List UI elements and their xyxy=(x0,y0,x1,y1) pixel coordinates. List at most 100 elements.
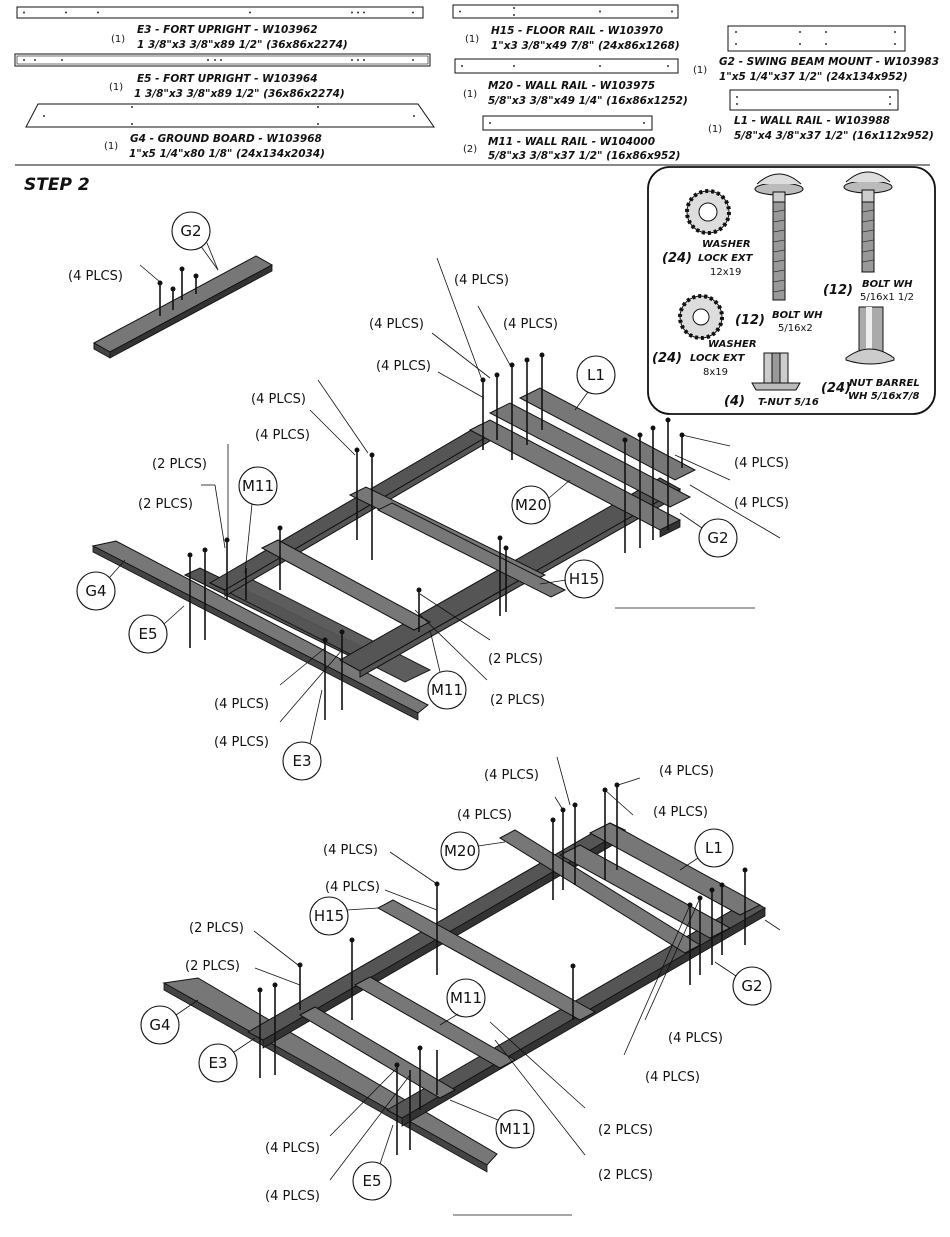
callout-g2-view2: G2 xyxy=(741,977,762,995)
part-m11-qty: (2) xyxy=(463,144,477,155)
bolt-icon xyxy=(754,173,804,301)
view2-callouts: M20 L1 H15 G2 M11 G4 E3 M11 E5 xyxy=(140,828,772,1201)
step-title: STEP 2 xyxy=(24,175,90,195)
bolt-icon xyxy=(843,171,893,273)
part-e5-dims: 1 3/8"x3 3/8"x89 1/2" (36x86x2274) xyxy=(134,88,345,100)
plcs-label: (2 PLCS) xyxy=(152,457,207,472)
hw-tnut-qty: (4) xyxy=(724,394,745,409)
plcs-label: (4 PLCS) xyxy=(265,1141,320,1156)
part-e3-qty: (1) xyxy=(111,34,125,45)
part-l1-title: L1 - WALL RAIL - W103988 xyxy=(734,115,890,127)
callout-e3-view1: E3 xyxy=(292,752,311,770)
barrel-nut-icon xyxy=(845,306,895,365)
hw-bolt-2-name: BOLT WH xyxy=(772,310,823,321)
hw-bolt-15-name: BOLT WH xyxy=(862,279,913,290)
callout-g2-loose: G2 xyxy=(180,222,201,240)
plcs-label: (2 PLCS) xyxy=(189,921,244,936)
hardware-box: WASHER LOCK EXT 12x19 (24) (12) BOLT WH … xyxy=(647,166,936,415)
plcs-label: (4 PLCS) xyxy=(325,880,380,895)
frame-assembled-view xyxy=(162,756,781,1216)
part-l1-qty: (1) xyxy=(708,124,722,135)
plcs-label: (2 PLCS) xyxy=(138,497,193,512)
plcs-label: (4 PLCS) xyxy=(255,428,310,443)
hw-washer-8-size: 8x19 xyxy=(703,367,728,378)
callout-m11-view2-a: M11 xyxy=(450,989,482,1007)
hw-washer-8-qty: (24) xyxy=(652,351,682,366)
part-m20-qty: (1) xyxy=(463,89,477,100)
hw-bolt-15-size: 5/16x1 1/2 xyxy=(860,292,914,303)
plcs-label: (4 PLCS) xyxy=(645,1070,700,1085)
hw-washer-12-name2: LOCK EXT xyxy=(698,253,754,264)
plcs-label: (4 PLCS) xyxy=(376,359,431,374)
plcs-label: (4 PLCS) xyxy=(503,317,558,332)
callout-g4-view1: G4 xyxy=(85,582,106,600)
hw-bolt-15-qty: (12) xyxy=(823,283,853,298)
part-h15-title: H15 - FLOOR RAIL - W103970 xyxy=(491,25,663,37)
hw-washer-12-size: 12x19 xyxy=(710,267,741,278)
hw-barrel-name: NUT BARREL xyxy=(849,378,920,389)
part-g4-title: G4 - GROUND BOARD - W103968 xyxy=(130,133,322,145)
callout-e5-view2: E5 xyxy=(362,1172,381,1190)
plcs-label: (4 PLCS) xyxy=(265,1189,320,1204)
callout-e3-view2: E3 xyxy=(208,1054,227,1072)
part-e3-title: E3 - FORT UPRIGHT - W103962 xyxy=(137,24,318,36)
lock-washer-icon xyxy=(678,294,724,340)
plcs-label: (4 PLCS) xyxy=(214,697,269,712)
plcs-label: (4 PLCS) xyxy=(214,735,269,750)
plcs-label: (4 PLCS) xyxy=(323,843,378,858)
lock-washer-icon xyxy=(685,189,731,235)
hw-washer-8-name: WASHER xyxy=(708,339,757,350)
plcs-label: (2 PLCS) xyxy=(185,959,240,974)
part-h15-drawing xyxy=(452,4,679,19)
part-g2-drawing xyxy=(727,25,906,52)
callout-l1-view1: L1 xyxy=(587,366,605,384)
callout-m11-view1-a: M11 xyxy=(242,477,274,495)
callout-e5-view1: E5 xyxy=(138,625,157,643)
part-e3-dims: 1 3/8"x3 3/8"x89 1/2" (36x86x2274) xyxy=(137,39,348,51)
plcs-label: (4 PLCS) xyxy=(659,764,714,779)
hw-barrel-size: WH 5/16x7/8 xyxy=(848,391,919,402)
plcs-label: (4 PLCS) xyxy=(457,808,512,823)
hw-washer-12-name: WASHER xyxy=(702,239,751,250)
part-e5-drawing xyxy=(14,53,431,67)
part-g2-dims: 1"x5 1/4"x37 1/2" (24x134x952) xyxy=(719,71,908,83)
part-e5-title: E5 - FORT UPRIGHT - W103964 xyxy=(137,73,318,85)
hw-tnut-name: T-NUT 5/16 xyxy=(758,397,819,408)
callout-m20-view1: M20 xyxy=(515,496,547,514)
part-g4-qty: (1) xyxy=(104,141,118,152)
hw-bolt-2-size: 5/16x2 xyxy=(778,323,813,334)
part-m20-title: M20 - WALL RAIL - W103975 xyxy=(488,80,655,92)
callout-h15-view2: H15 xyxy=(314,907,344,925)
plcs-label: (4 PLCS) xyxy=(734,456,789,471)
part-h15-dims: 1"x3 3/8"x49 7/8" (24x86x1268) xyxy=(491,40,680,52)
plcs-label: (4 PLCS) xyxy=(68,269,123,284)
view1-callouts: G2 L1 M11 M20 G2 G4 H15 E5 M11 E3 xyxy=(76,211,738,781)
t-nut-icon xyxy=(751,352,801,391)
callout-g2-view1: G2 xyxy=(707,529,728,547)
g2-board-loose xyxy=(92,244,274,359)
parts-list: (1) E3 - FORT UPRIGHT - W103962 1 3/8"x3… xyxy=(14,4,939,162)
part-g2-qty: (1) xyxy=(693,65,707,76)
part-m11-drawing xyxy=(482,115,653,131)
callout-l1-view2: L1 xyxy=(705,839,723,857)
plcs-label: (2 PLCS) xyxy=(598,1123,653,1138)
hw-washer-8-name2: LOCK EXT xyxy=(690,353,746,364)
view2-plcs: (4 PLCS) (4 PLCS) (4 PLCS) (4 PLCS) (4 P… xyxy=(185,764,723,1204)
part-m20-drawing xyxy=(454,58,679,74)
part-m11-title: M11 - WALL RAIL - W104000 xyxy=(488,136,655,148)
plcs-label: (2 PLCS) xyxy=(488,652,543,667)
callout-m11-view2-b: M11 xyxy=(499,1120,531,1138)
plcs-label: (4 PLCS) xyxy=(454,273,509,288)
callout-g4-view2: G4 xyxy=(149,1016,170,1034)
hw-bolt-2-qty: (12) xyxy=(735,313,765,328)
callout-m20-view2: M20 xyxy=(444,842,476,860)
callout-m11-view1-b: M11 xyxy=(431,681,463,699)
plcs-label: (4 PLCS) xyxy=(668,1031,723,1046)
hw-barrel-qty: (24) xyxy=(821,381,851,396)
part-h15-qty: (1) xyxy=(465,34,479,45)
part-g2-title: G2 - SWING BEAM MOUNT - W103983 xyxy=(719,56,939,68)
plcs-label: (2 PLCS) xyxy=(598,1168,653,1183)
plcs-label: (4 PLCS) xyxy=(369,317,424,332)
